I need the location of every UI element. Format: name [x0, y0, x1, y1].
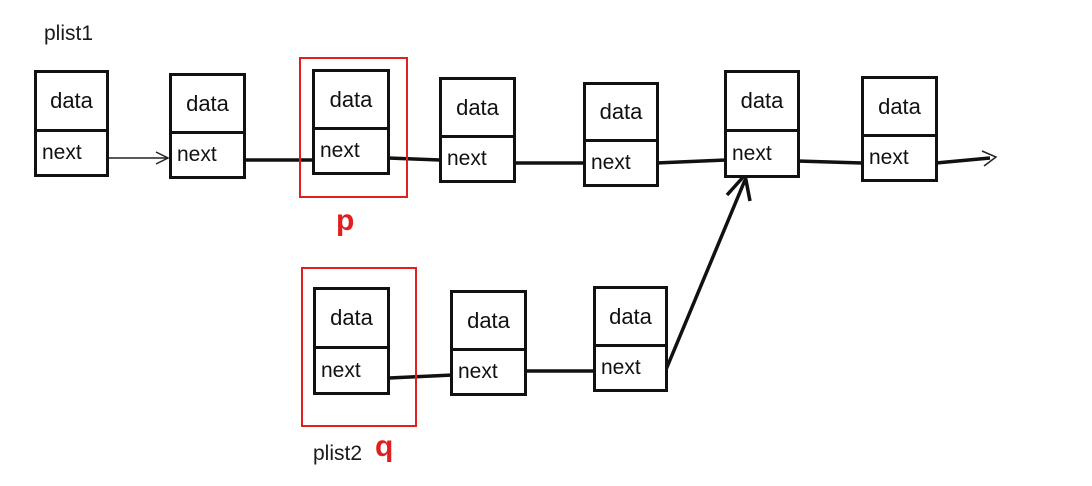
node-next-field: next — [177, 143, 217, 166]
node-next-field: next — [732, 141, 772, 165]
list1-node-1: data next — [34, 70, 109, 177]
node-next-field: next — [321, 358, 361, 382]
node-next-field: next — [42, 140, 82, 164]
list1-node-7: data next — [861, 76, 938, 182]
link-l1-3-to-4 — [387, 156, 441, 162]
node-data-field: data — [727, 73, 797, 133]
highlight-q-box — [301, 267, 417, 427]
node-data-field: data — [315, 72, 387, 130]
list1-node-4: data next — [439, 77, 516, 183]
node-data-field: data — [586, 85, 656, 143]
list1-node-5: data next — [583, 82, 659, 187]
link-l1-6-to-7 — [796, 159, 863, 165]
pointer-p-label: p — [336, 204, 355, 237]
node-data-field: data — [172, 76, 243, 134]
list2-node-3: data next — [593, 286, 668, 392]
list1-node-6: data next — [724, 70, 800, 178]
node-data-field: data — [596, 289, 665, 347]
link-l1-7-tail — [935, 156, 991, 165]
node-data-field: data — [37, 73, 106, 132]
pointer-q-label: q — [375, 430, 394, 463]
arrowhead-tail-icon — [981, 150, 998, 167]
node-next-field: next — [320, 139, 360, 162]
plist2-label: plist2 — [313, 442, 363, 465]
node-data-field: data — [442, 80, 513, 138]
list2-node-2: data next — [450, 290, 527, 396]
node-data-field: data — [453, 293, 524, 351]
list2-node-1: data next — [313, 287, 390, 395]
link-l2-3-to-l1-6 — [663, 179, 747, 373]
node-data-field: data — [864, 79, 935, 137]
node-next-field: next — [591, 151, 631, 175]
plist1-label: plist1 — [44, 22, 94, 45]
node-next-field: next — [447, 147, 487, 170]
list1-node-3: data next — [312, 69, 390, 175]
link-l2-1-to-2 — [388, 373, 454, 380]
node-next-field: next — [601, 356, 641, 379]
node-next-field: next — [869, 146, 909, 169]
link-l1-5-to-6 — [655, 158, 727, 165]
arrowhead-l1-1-icon — [155, 151, 170, 165]
highlight-p-box — [299, 57, 408, 198]
list1-node-2: data next — [169, 73, 246, 179]
node-data-field: data — [316, 290, 387, 350]
node-next-field: next — [458, 360, 498, 383]
